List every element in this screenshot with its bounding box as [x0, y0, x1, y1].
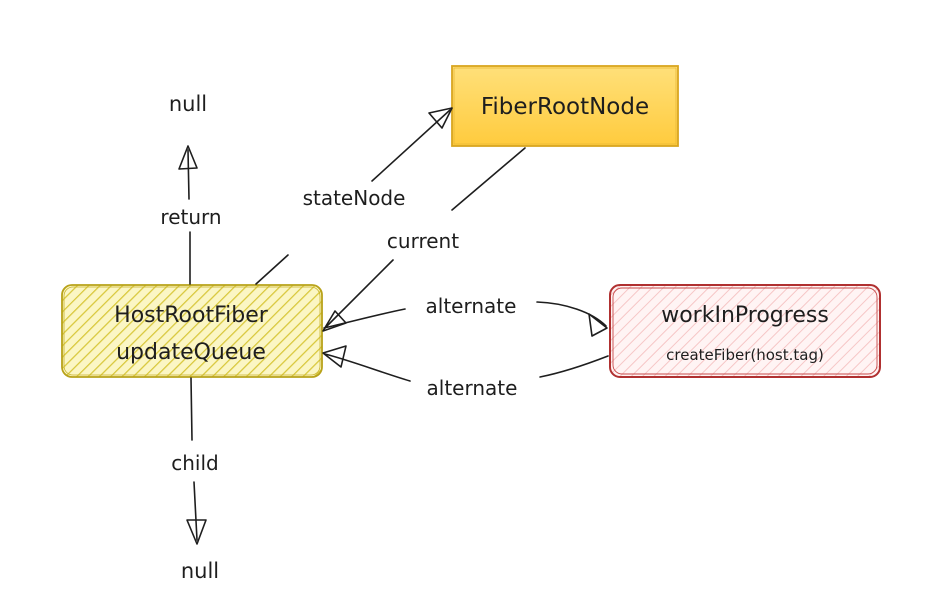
return-arrow: [178, 145, 198, 285]
current-label: current: [387, 229, 459, 253]
work-in-progress-label: workInProgress: [661, 303, 829, 328]
create-fiber-label: createFiber(host.tag): [666, 346, 824, 364]
child-arrow: [186, 377, 207, 545]
alternate-to-wip-arrow: [323, 301, 608, 337]
fiber-root-node-box: [451, 65, 679, 147]
state-node-label: stateNode: [303, 186, 406, 210]
host-root-fiber-box: [61, 284, 323, 378]
work-in-progress-box: [609, 284, 881, 378]
child-label: child: [171, 451, 218, 475]
fiber-root-node-label: FiberRootNode: [481, 94, 649, 120]
host-root-fiber-node: HostRootFiber updateQueue: [61, 284, 323, 378]
host-root-fiber-label: HostRootFiber: [114, 303, 269, 328]
alternate-to-host-label: alternate: [427, 376, 518, 400]
alternate-to-wip-label: alternate: [426, 294, 517, 318]
state-node-arrow: [255, 107, 453, 285]
work-in-progress-node: workInProgress createFiber(host.tag): [609, 284, 881, 378]
top-null-label: null: [169, 92, 207, 116]
update-queue-label: updateQueue: [116, 340, 266, 365]
fiber-root-node: FiberRootNode: [451, 65, 679, 147]
return-label: return: [160, 205, 221, 229]
bottom-null-label: null: [181, 559, 219, 583]
current-arrow: [322, 147, 526, 332]
alternate-to-host-arrow: [322, 345, 609, 382]
